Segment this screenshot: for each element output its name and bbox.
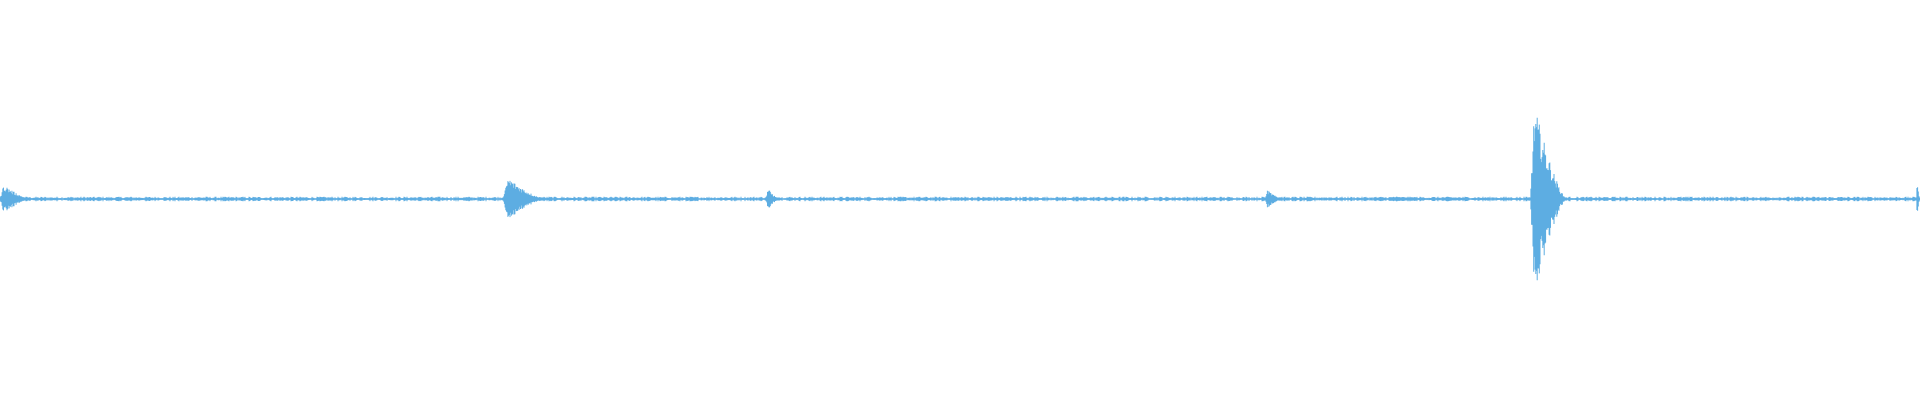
- waveform-burst-1: [502, 180, 546, 218]
- waveform-burst-3: [1264, 190, 1283, 208]
- waveform-burst-4: [1389, 196, 1418, 202]
- waveform-burst-start: [0, 187, 31, 211]
- waveform-burst-2: [765, 190, 780, 208]
- waveform-noise: [0, 196, 1920, 202]
- waveform-group: [0, 117, 1920, 281]
- waveform-burst-5: [1529, 117, 1568, 281]
- waveform-burst-end: [1915, 187, 1920, 211]
